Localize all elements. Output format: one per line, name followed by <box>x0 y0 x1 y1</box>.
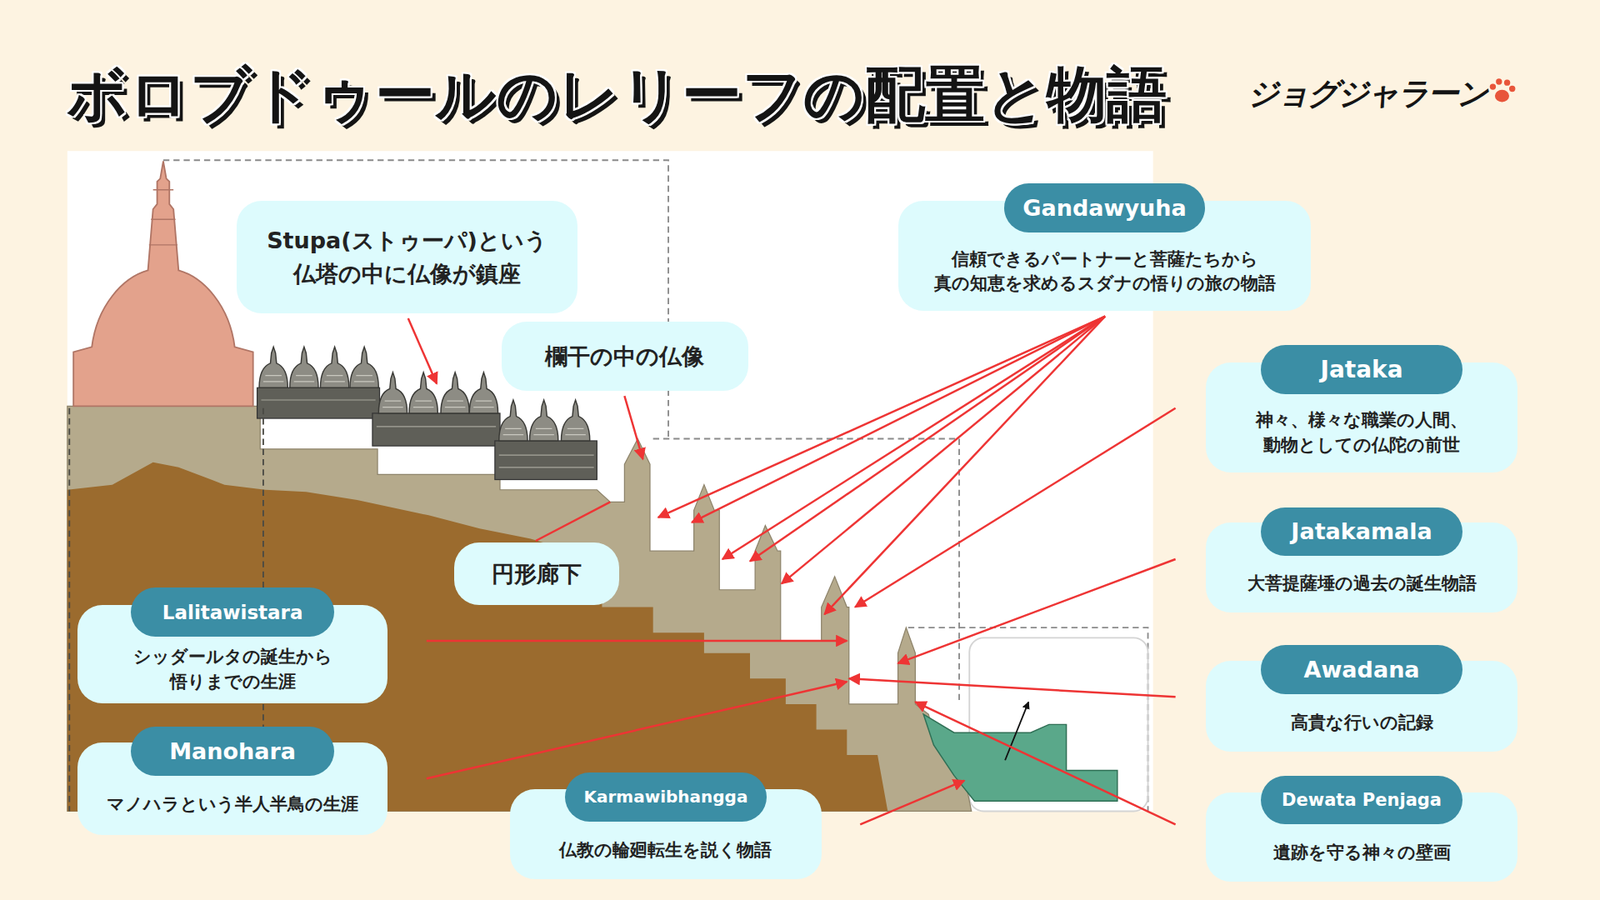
relief-callout: Awadana高貴な行いの記録 <box>1205 660 1517 752</box>
relief-callout: Jatakamala大菩提薩埵の過去の誕生物語 <box>1205 522 1517 613</box>
callout-text: 大菩提薩埵の過去の誕生物語 <box>1219 571 1504 597</box>
relief-name: Jataka <box>1260 345 1462 395</box>
relief-callout: Jataka神々、様々な職業の人間、 動物としての仏陀の前世 <box>1205 362 1517 473</box>
relief-callout: Dewata Penjaga遺跡を守る神々の壁画 <box>1205 792 1517 882</box>
brand-logo: ジョグジャラーン <box>1247 73 1487 115</box>
callout-text: 遺跡を守る神々の壁画 <box>1219 840 1504 866</box>
callout-text: 円形廊下 <box>467 557 606 590</box>
main-stupa <box>73 160 254 406</box>
relief-name: Manohara <box>130 726 335 776</box>
relief-name: Dewata Penjaga <box>1260 775 1462 825</box>
leader-lines <box>408 316 1176 825</box>
relief-name: Jatakamala <box>1260 507 1462 557</box>
callout-text: 信頼できるパートナーと菩薩たちから 真の知恵を求めるスダナの悟りの旅の物語 <box>911 247 1299 297</box>
base-arrow <box>1005 701 1029 760</box>
relief-name: Lalitawistara <box>130 587 335 637</box>
callout-text: Stupa(ストゥーパ)という 仏塔の中に仏像が鎮座 <box>250 224 565 290</box>
relief-callout: Lalitawistaraシッダールタの誕生から 悟りまでの生涯 <box>77 605 388 703</box>
hidden-base <box>923 714 1118 801</box>
stupa-rings <box>149 190 178 245</box>
callout-text: マノハラという半人半鳥の生涯 <box>90 792 375 818</box>
corridor-callout: 円形廊下 <box>454 542 620 605</box>
relief-callout: Gandawyuha信頼できるパートナーと菩薩たちから 真の知恵を求めるスダナの… <box>898 200 1312 311</box>
callout-text: シッダールタの誕生から 悟りまでの生涯 <box>90 645 375 695</box>
stupa-callout: Stupa(ストゥーパ)という 仏塔の中に仏像が鎮座 <box>236 200 578 314</box>
relief-callout: Manoharaマノハラという半人半鳥の生涯 <box>77 742 388 835</box>
relief-name: Karmawibhangga <box>565 772 767 822</box>
relief-name: Awadana <box>1260 645 1462 695</box>
callout-text: 神々、様々な職業の人間、 動物としての仏陀の前世 <box>1219 408 1504 458</box>
paw-icon <box>1490 78 1516 102</box>
callout-text: 欄干の中の仏像 <box>515 340 735 373</box>
buddha-callout: 欄干の中の仏像 <box>501 321 748 391</box>
callout-text: 高貴な行いの記録 <box>1219 710 1504 736</box>
relief-callout: Karmawibhangga仏教の輪廻転生を説く物語 <box>510 789 821 880</box>
page-title: ボロブドゥールのレリーフの配置と物語 <box>66 55 1167 135</box>
earth-hill <box>67 462 888 812</box>
callout-text: 仏教の輪廻転生を説く物語 <box>523 838 808 864</box>
relief-name: Gandawyuha <box>1004 183 1205 233</box>
